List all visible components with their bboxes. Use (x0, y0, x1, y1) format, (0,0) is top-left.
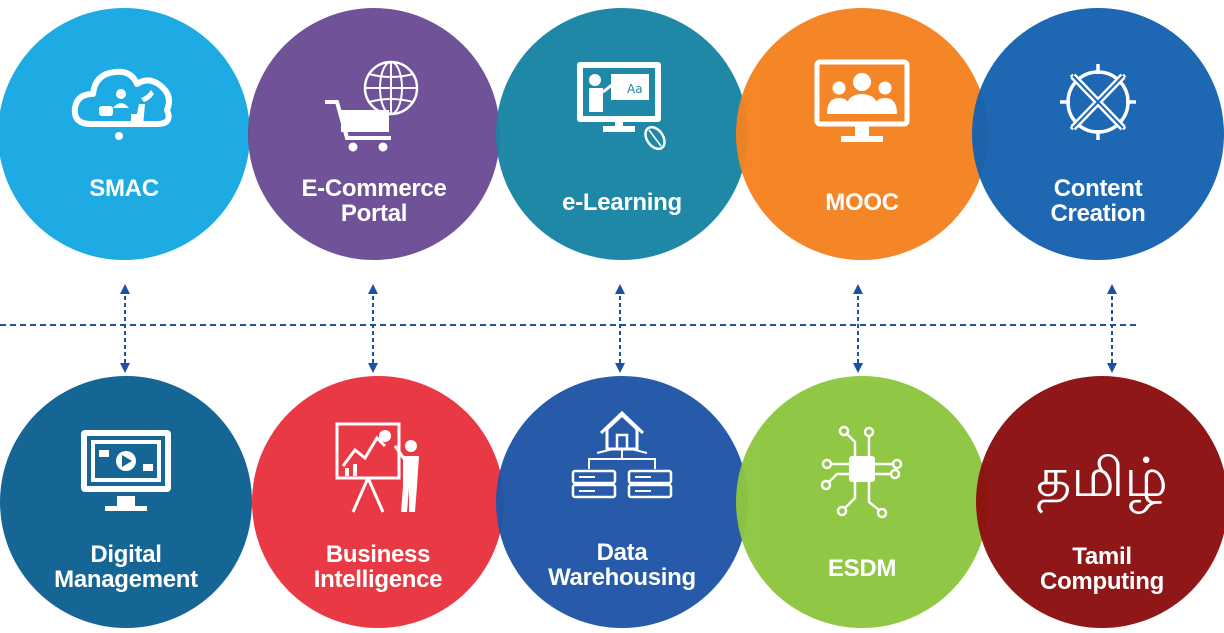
mooc-circle: MOOC (736, 8, 988, 260)
data-warehousing-circle: Data Warehousing (496, 376, 748, 628)
chip-circuit-icon (820, 425, 903, 519)
cloud-social-icon (71, 68, 172, 140)
content-creation-circle: Content Creation (972, 8, 1224, 260)
monitor-teacher-icon: Aa (577, 62, 666, 151)
gear-tools-icon (1060, 64, 1136, 140)
content-creation-label: Content Creation (1050, 175, 1146, 227)
business-intelligence-circle: Business Intelligence (252, 376, 504, 628)
business-intelligence-label: Business Intelligence (313, 541, 443, 593)
ecommerce-circle: E-Commerce Portal (248, 8, 500, 260)
svg-text:Aa: Aa (627, 82, 643, 96)
monitor-video-icon (81, 430, 171, 511)
elearning-circle: Aa e-Learning (496, 8, 748, 260)
monitor-group-icon (814, 59, 910, 142)
tamil-computing-circle: தமிழ் Tamil Computing (976, 376, 1224, 628)
smac-circle: SMAC (0, 8, 250, 260)
ecommerce-label: E-Commerce Portal (301, 175, 447, 227)
vertical-connectors (120, 284, 1117, 373)
smac-label: SMAC (89, 175, 159, 202)
house-servers-icon (571, 410, 673, 499)
presentation-chart-icon (335, 422, 419, 513)
esdm-label: ESDM (827, 555, 897, 582)
elearning-label: e-Learning (562, 189, 682, 216)
shopping-cart-globe-icon (325, 60, 419, 152)
digital-management-circle: Digital Management (0, 376, 252, 628)
tamil-computing-label: Tamil Computing (1040, 543, 1164, 595)
digital-management-label: Digital Management (54, 541, 198, 593)
esdm-circle: ESDM (736, 376, 988, 628)
mooc-label: MOOC (825, 189, 899, 216)
tamil-script-icon: தமிழ் (1036, 446, 1168, 509)
data-warehousing-label: Data Warehousing (548, 539, 696, 591)
